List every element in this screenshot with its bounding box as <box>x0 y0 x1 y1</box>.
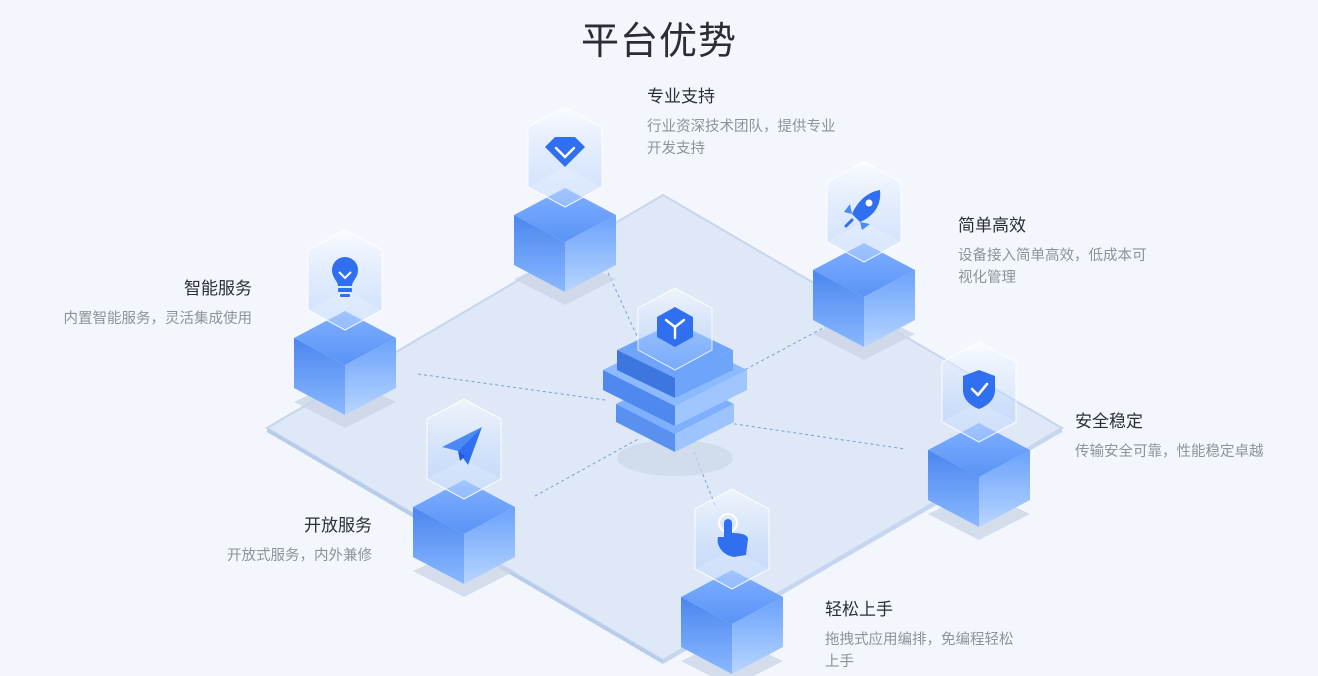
feature-open-service: 开放服务 开放式服务，内外兼修 <box>190 515 372 567</box>
block-right <box>732 597 783 674</box>
feature-desc-line2: 开发支持 <box>647 141 705 157</box>
connector-lines <box>417 261 906 506</box>
feature-pro-support: 专业支持 行业资深技术团队，提供专业 开发支持 <box>647 86 836 160</box>
block-left <box>928 450 979 527</box>
block-right <box>345 338 396 415</box>
block-right <box>464 507 515 584</box>
feature-block-safe-stable <box>928 341 1030 540</box>
feature-safe-stable: 安全稳定 传输安全可靠，性能稳定卓越 <box>1075 411 1264 463</box>
feature-smart-service: 智能服务 内置智能服务，灵活集成使用 <box>30 278 253 330</box>
hand-pointer-icon <box>717 513 748 557</box>
diamond-icon <box>545 137 585 167</box>
feature-block-simple-efficient <box>813 161 915 360</box>
block-left <box>514 215 565 292</box>
feature-desc-line1: 开放式服务，内外兼修 <box>227 548 372 564</box>
block-right <box>565 215 616 292</box>
block-left <box>681 597 732 674</box>
platform-hub-icon <box>657 307 693 347</box>
center-hub-block <box>603 287 747 476</box>
feature-desc-line1: 行业资深技术团队，提供专业 <box>647 119 836 135</box>
paper-plane-icon <box>442 427 482 465</box>
feature-block-open-service <box>413 398 515 597</box>
block-left <box>813 270 864 347</box>
rocket-icon <box>844 190 881 230</box>
block-right <box>979 450 1030 527</box>
feature-block-smart-service <box>294 229 396 428</box>
feature-desc-line1: 拖拽式应用编排，免编程轻松 <box>825 632 1014 648</box>
feature-easy-start: 轻松上手 拖拽式应用编排，免编程轻松 上手 <box>825 599 1014 673</box>
feature-title: 专业支持 <box>647 87 715 107</box>
page-title: 平台优势 <box>580 19 737 63</box>
block-right <box>864 270 915 347</box>
feature-title: 开放服务 <box>304 516 372 536</box>
feature-desc-line1: 内置智能服务，灵活集成使用 <box>63 311 253 327</box>
feature-title: 简单高效 <box>958 216 1026 236</box>
shield-check-icon <box>963 370 995 409</box>
feature-simple-efficient: 简单高效 设备接入简单高效，低成本可 视化管理 <box>958 215 1147 289</box>
feature-block-easy-start <box>681 488 783 676</box>
block-left <box>294 338 345 415</box>
feature-desc-line2: 上手 <box>825 654 854 670</box>
feature-block-pro-support <box>514 106 616 305</box>
block-left <box>413 507 464 584</box>
feature-title: 安全稳定 <box>1075 412 1143 432</box>
feature-desc-line1: 传输安全可靠，性能稳定卓越 <box>1075 444 1264 460</box>
feature-title: 智能服务 <box>184 279 252 299</box>
feature-desc-line2: 视化管理 <box>958 270 1016 286</box>
lightbulb-icon <box>332 257 358 297</box>
feature-title: 轻松上手 <box>825 600 893 620</box>
feature-desc-line1: 设备接入简单高效，低成本可 <box>958 248 1147 264</box>
